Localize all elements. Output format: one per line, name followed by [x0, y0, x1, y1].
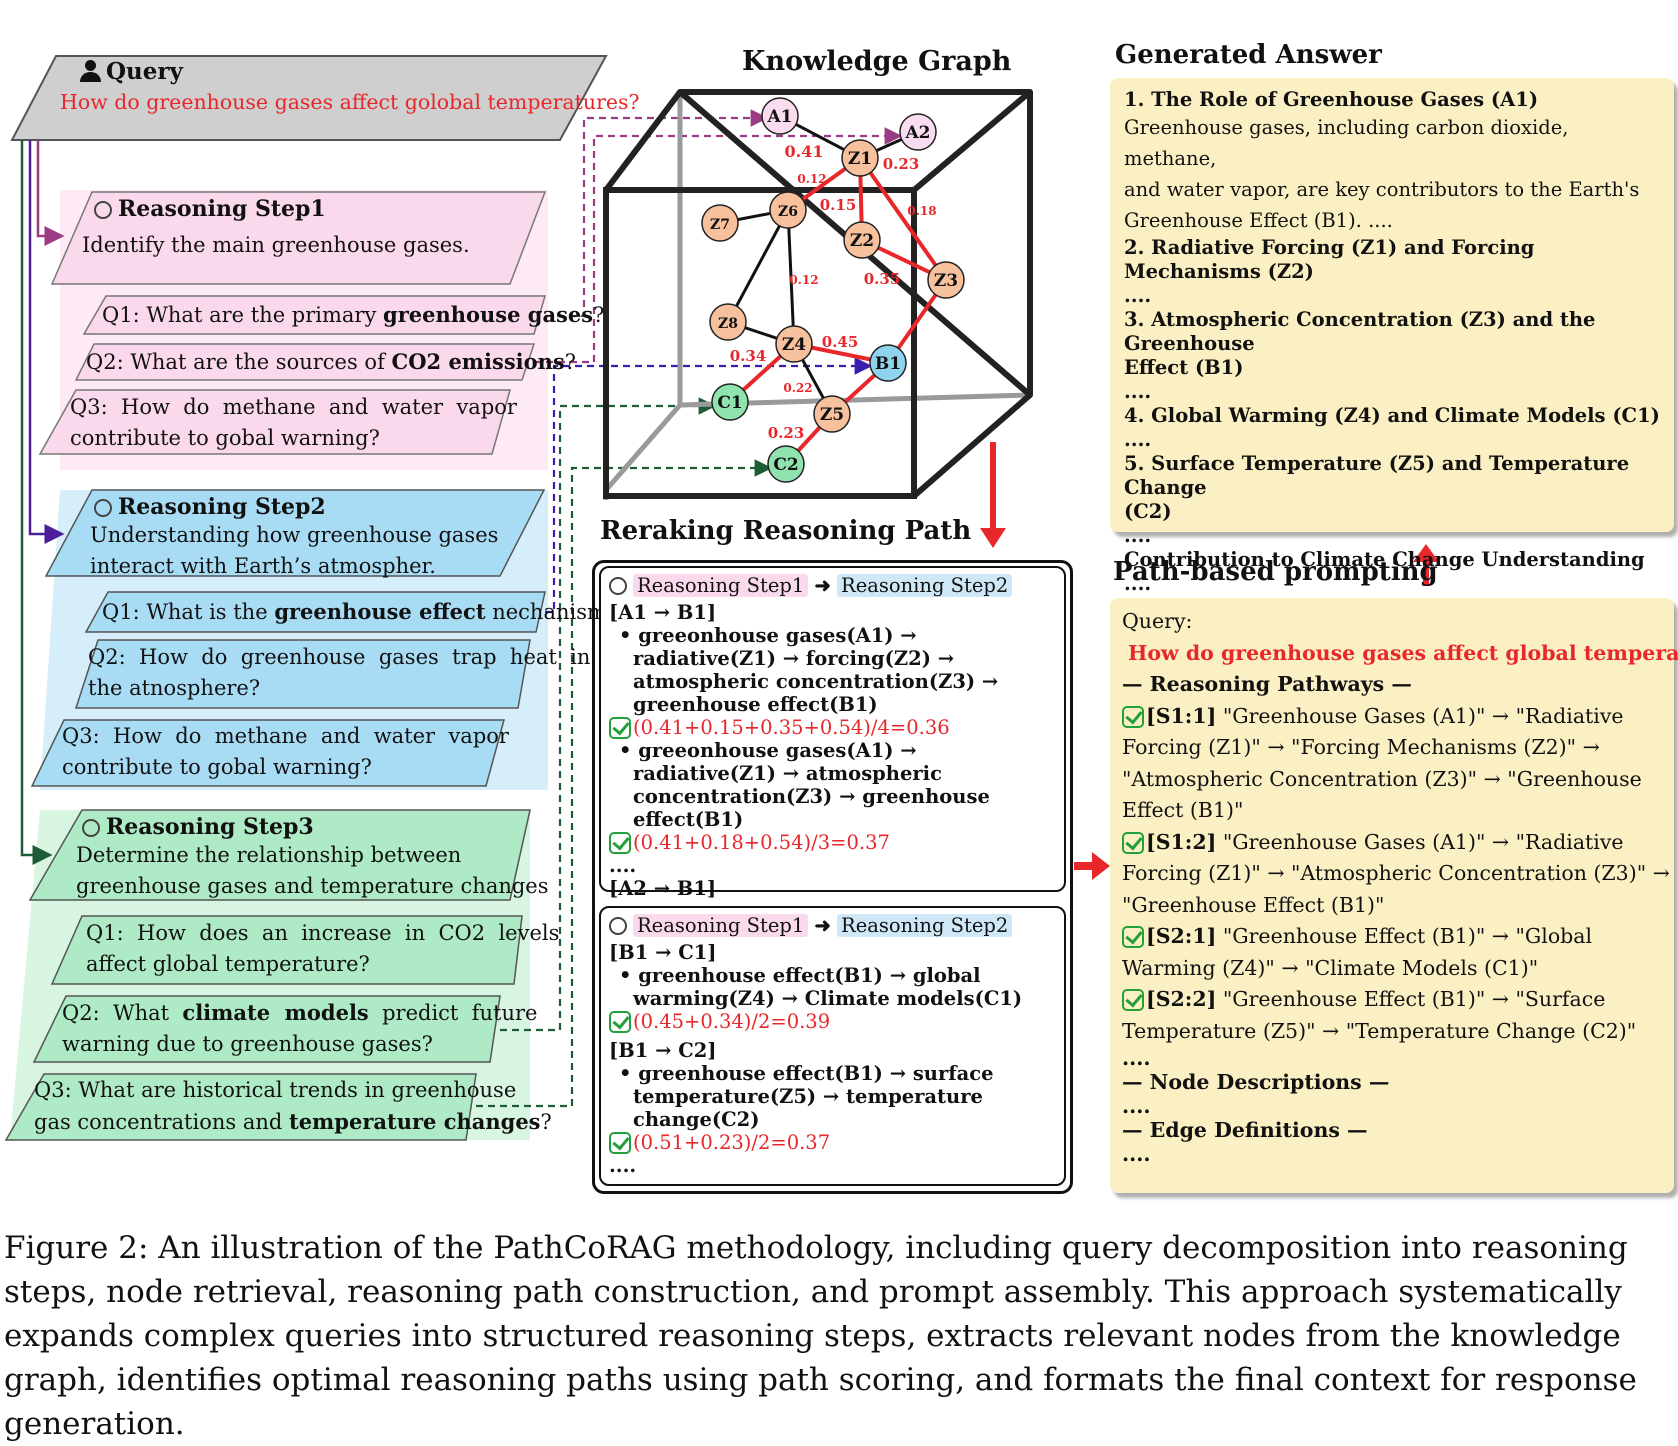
graph-node-label: Z2	[850, 231, 874, 251]
edge-weight: 0.41	[785, 142, 824, 161]
edge-weight: 0.45	[822, 333, 859, 351]
step1-desc: Identify the main greenhouse gases.	[82, 233, 470, 257]
prompting-title: Path-based prompting	[1113, 557, 1438, 587]
graph-node-label: Z6	[778, 204, 798, 220]
prompting-panel: Query: How do greenhouse gases affect gl…	[1110, 598, 1678, 1193]
step1-q1: Q1: What are the primary greenhouse gase…	[102, 302, 605, 327]
graph-node-label: A1	[766, 107, 792, 127]
graph-node-Z7: Z7	[701, 204, 739, 242]
edge-weight: 0.35	[864, 270, 901, 288]
graph-edge-Z6-Z8	[726, 209, 790, 323]
lightbulb-icon	[609, 917, 627, 935]
edge-weight: 0.34	[730, 347, 767, 365]
graph-edge-Z6-Z4	[786, 209, 796, 345]
graph-weights: 0.41 0.23 0.12 0.15 0.18 0.12 0.35 0.45 0.34 0.22…	[730, 142, 937, 442]
graph-node-Z8: Z8	[709, 303, 747, 341]
check-icon	[609, 1132, 631, 1154]
graph-node-A2: A2	[899, 113, 937, 151]
check-icon	[609, 1011, 631, 1033]
rerank-box-1: Reasoning Step1 ➜ Reasoning Step2 [A1 → …	[599, 566, 1066, 923]
figure-caption: Figure 2: An illustration of the PathCoR…	[4, 1230, 1637, 1442]
step1-q2: Q2: What are the sources of CO2 emission…	[86, 349, 576, 374]
step3-q3: Q3: What are historical trends in greenh…	[34, 1078, 552, 1134]
graph-node-label: A2	[904, 123, 930, 143]
query-text: How do greenhouse gases affect golobal t…	[60, 90, 640, 114]
lightbulb-icon	[94, 201, 112, 219]
step2-q1: Q1: What is the greenhouse effect nechan…	[102, 599, 619, 624]
graph-edge-Z1-Z3	[858, 156, 948, 282]
graph-node-label: C1	[717, 393, 742, 413]
graph-node-Z2: Z2	[843, 221, 881, 259]
figure-graphics: 0.41 0.23 0.12 0.15 0.18 0.12 0.35 0.45 0.34 0.22…	[4, 55, 1439, 1141]
graph-node-label: Z1	[848, 149, 872, 169]
graph-node-label: Z5	[820, 405, 844, 425]
graph-node-Z5: Z5	[813, 395, 851, 433]
query-banner	[10, 55, 608, 141]
graph-node-label: Z4	[782, 335, 806, 355]
user-icon	[80, 60, 101, 82]
edge-weight: 0.18	[907, 204, 936, 218]
graph-node-C2: C2	[767, 445, 805, 483]
graph-node-Z1: Z1	[841, 139, 879, 177]
edge-weight: 0.15	[820, 196, 857, 214]
graph-node-label: Z3	[934, 271, 958, 291]
rerank-box-2: Reasoning Step1 ➜ Reasoning Step2 [B1 → …	[599, 906, 1066, 1186]
edge-weight: 0.23	[768, 424, 805, 442]
query-header: Query	[80, 58, 183, 85]
graph-node-A1: A1	[761, 97, 799, 135]
graph-node-label: Z7	[710, 217, 730, 233]
graph-node-label: B1	[875, 354, 901, 374]
edge-weight: 0.12	[797, 172, 826, 186]
lightbulb-icon	[609, 577, 627, 595]
edge-weight: 0.22	[783, 381, 812, 395]
rerank-outer	[592, 560, 1073, 1194]
step2-q2: Q2: How do greenhouse gases trap heat in…	[88, 645, 591, 700]
graph-node-Z4: Z4	[775, 325, 813, 363]
graph-node-C1: C1	[711, 383, 749, 421]
step3-title: Reasoning Step3	[82, 814, 314, 840]
check-icon	[1122, 831, 1144, 854]
step1-title: Reasoning Step1	[94, 196, 326, 222]
graph-node-label: Z8	[718, 316, 738, 332]
check-icon	[609, 717, 631, 739]
answer-title: Generated Answer	[1115, 40, 1382, 70]
graph-node-Z6: Z6	[769, 191, 807, 229]
check-icon	[1122, 989, 1144, 1011]
check-icon	[1122, 926, 1144, 948]
graph-node-label: C2	[773, 455, 798, 475]
rerank-title: Reraking Reasoning Path	[600, 516, 972, 546]
check-icon	[609, 832, 631, 854]
graph-node-B1: B1	[869, 344, 907, 382]
query-label: Query	[106, 58, 183, 85]
graph-node-Z3: Z3	[927, 261, 965, 299]
check-icon	[1122, 705, 1144, 728]
step2-title: Reasoning Step2	[94, 494, 326, 520]
lightbulb-icon	[82, 819, 100, 837]
edge-weight: 0.23	[883, 155, 920, 173]
edge-weight: 0.12	[789, 273, 818, 287]
graph-title: Knowledge Graph	[742, 46, 1012, 77]
lightbulb-icon	[94, 499, 112, 517]
answer-panel: 1. The Role of Greenhouse Gases (A1) Gre…	[1110, 78, 1674, 595]
